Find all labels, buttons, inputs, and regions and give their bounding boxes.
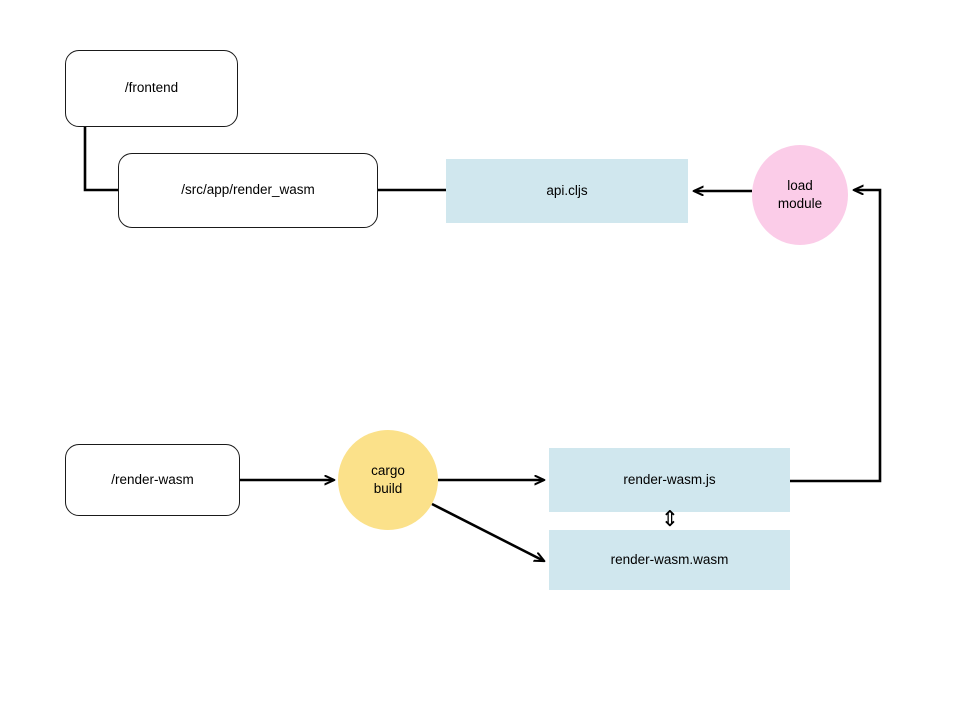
- bidirectional-arrow-glyph: ⇕: [660, 507, 680, 532]
- node-frontend-label: /frontend: [124, 80, 179, 96]
- bidirectional-arrow-icon: ⇕: [655, 506, 685, 534]
- edge-render-wasm-js-to-load-module: [790, 190, 882, 483]
- node-src-app-render-wasm-label: /src/app/render_wasm: [181, 182, 315, 198]
- node-render-wasm-wasm[interactable]: render-wasm.wasm: [549, 530, 790, 590]
- node-render-wasm-root-label: /render-wasm: [111, 471, 194, 487]
- node-api-cljs-label: api.cljs: [546, 182, 588, 198]
- node-api-cljs[interactable]: api.cljs: [446, 159, 688, 223]
- node-cargo-build[interactable]: cargo build: [338, 430, 438, 530]
- node-render-wasm-js-label: render-wasm.js: [623, 471, 716, 487]
- node-load-module-label: load module: [777, 177, 823, 211]
- node-src-app-render-wasm[interactable]: /src/app/render_wasm: [118, 153, 378, 228]
- node-cargo-build-label: cargo build: [371, 462, 405, 496]
- node-load-module[interactable]: load module: [752, 145, 848, 245]
- edge-cargo-to-render-wasm-wasm: [431, 502, 544, 561]
- edge-frontend-to-render-wasm-dir: [83, 127, 120, 192]
- node-render-wasm-root[interactable]: /render-wasm: [65, 444, 240, 516]
- node-render-wasm-js[interactable]: render-wasm.js: [549, 448, 790, 512]
- node-frontend[interactable]: /frontend: [65, 50, 238, 127]
- node-render-wasm-wasm-label: render-wasm.wasm: [610, 551, 729, 567]
